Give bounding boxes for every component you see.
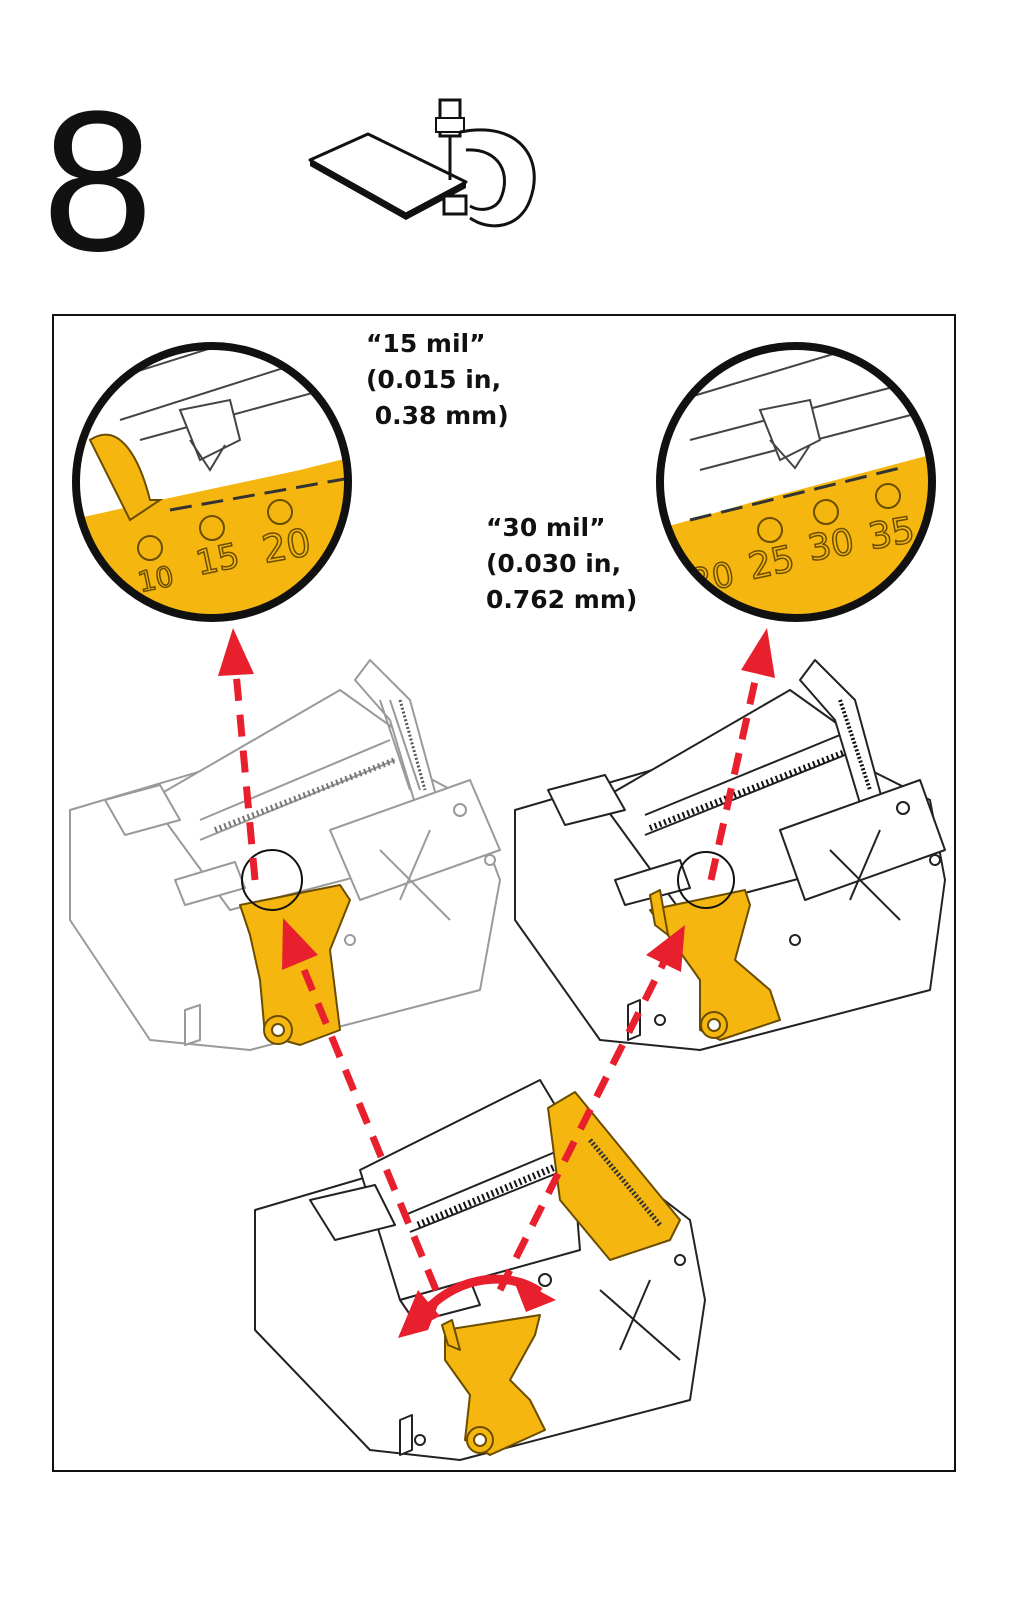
callout-15-line3: 0.38 mm) [366, 401, 509, 430]
callout-30-line3: 0.762 mm) [486, 585, 638, 614]
arrow-heads [218, 628, 775, 972]
indicator-circle-left [241, 849, 303, 911]
zoom-ring-left [72, 342, 352, 622]
callout-30-mil: “30 mil” (0.030 in, 0.762 mm) [486, 510, 637, 618]
zoom-ring-right [656, 342, 936, 622]
printer-right [514, 659, 946, 1051]
scale-label-20: 20 [259, 520, 314, 572]
step-number: 8 [42, 70, 154, 293]
yellow-side-panel [547, 1091, 681, 1261]
direction-arrows [232, 671, 761, 1292]
callout-30-line2: (0.030 in, [486, 549, 622, 578]
illustration-frame [52, 314, 956, 1472]
printer-left [69, 659, 501, 1051]
zoom-circle-left: 10 15 20 [76, 346, 348, 618]
indicator-circle-right [677, 851, 735, 909]
callout-15-mil: “15 mil” (0.015 in, 0.38 mm) [366, 326, 509, 434]
scale-label-30: 30 [805, 521, 857, 569]
callout-15-line1: “15 mil” [366, 329, 486, 358]
scale-label-15: 15 [192, 536, 243, 584]
callout-15-line2: (0.015 in, [366, 365, 502, 394]
scale-label-10: 10 [135, 559, 177, 599]
callout-30-line1: “30 mil” [486, 513, 606, 542]
scale-label-25: 25 [745, 538, 798, 588]
